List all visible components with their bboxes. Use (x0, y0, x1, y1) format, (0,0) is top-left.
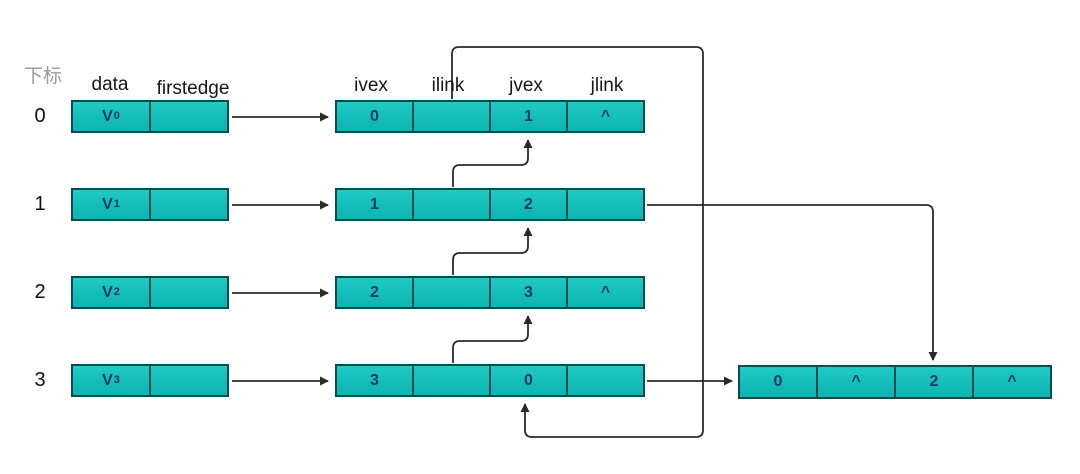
firstedge-column-header: firstedge (156, 78, 230, 99)
arrow-edge1-ilink-to-edge0-jvex (452, 139, 533, 187)
jlink-column-header: jlink (590, 75, 624, 96)
row-index-3: 3 (34, 369, 46, 391)
vertex-firstedge-cell (151, 278, 227, 307)
edge-jlink-cell: ^ (1007, 373, 1017, 390)
edge-jlink-cell (568, 366, 643, 395)
edge-jvex-cell: 0 (491, 366, 568, 395)
edge-ilink-cell (414, 190, 491, 219)
vertex-firstedge-cell (151, 366, 227, 395)
row-index-1: 1 (34, 193, 46, 215)
edge-ivex-cell: 3 (337, 366, 414, 395)
edge-jvex-cell: 2 (896, 367, 974, 397)
edge-jvex-cell: 1 (491, 102, 568, 131)
ivex-column-header: ivex (354, 75, 388, 96)
edge-ivex-cell: 0 (337, 102, 414, 131)
row-index-0: 0 (34, 105, 46, 127)
edge-ilink-cell (414, 102, 491, 131)
extra-edge-node: 0 ^ 2 ^ (738, 365, 1052, 399)
edge-node-1: 1 2 (335, 188, 645, 221)
edge-node-3: 3 0 (335, 364, 645, 397)
data-column-header: data (91, 74, 129, 95)
edge-jvex-cell: 3 (491, 278, 568, 307)
edge-node-0: 0 1 ^ (335, 100, 645, 133)
edge-jlink-cell (568, 190, 643, 219)
arrow-edge1-jlink-to-extra-node-jvex (647, 204, 938, 361)
ilink-column-header: ilink (431, 75, 465, 96)
edge-jlink-cell: ^ (600, 283, 611, 301)
edge-ivex-cell: 0 (740, 367, 818, 397)
jvex-column-header: jvex (509, 75, 543, 96)
edge-node-2: 2 3 ^ (335, 276, 645, 309)
edge-ilink-cell: ^ (818, 367, 896, 397)
vertex-firstedge-cell (151, 190, 227, 219)
arrow-edge3-ilink-to-edge2-jvex (452, 315, 533, 363)
edge-ilink-cell (414, 366, 491, 395)
edge-ivex-cell: 1 (337, 190, 414, 219)
row-index-2: 2 (34, 281, 46, 303)
edge-jvex-cell: 2 (491, 190, 568, 219)
edge-ivex-cell: 2 (337, 278, 414, 307)
index-column-header: 下标 (23, 66, 63, 87)
edge-jlink-cell: ^ (600, 107, 611, 125)
edge-ilink-cell (414, 278, 491, 307)
vertex-firstedge-cell (151, 102, 227, 131)
arrow-edge2-ilink-to-edge1-jvex (452, 227, 533, 275)
arrow-edge0-ilink-loop-to-edge3-jvex (451, 46, 704, 438)
